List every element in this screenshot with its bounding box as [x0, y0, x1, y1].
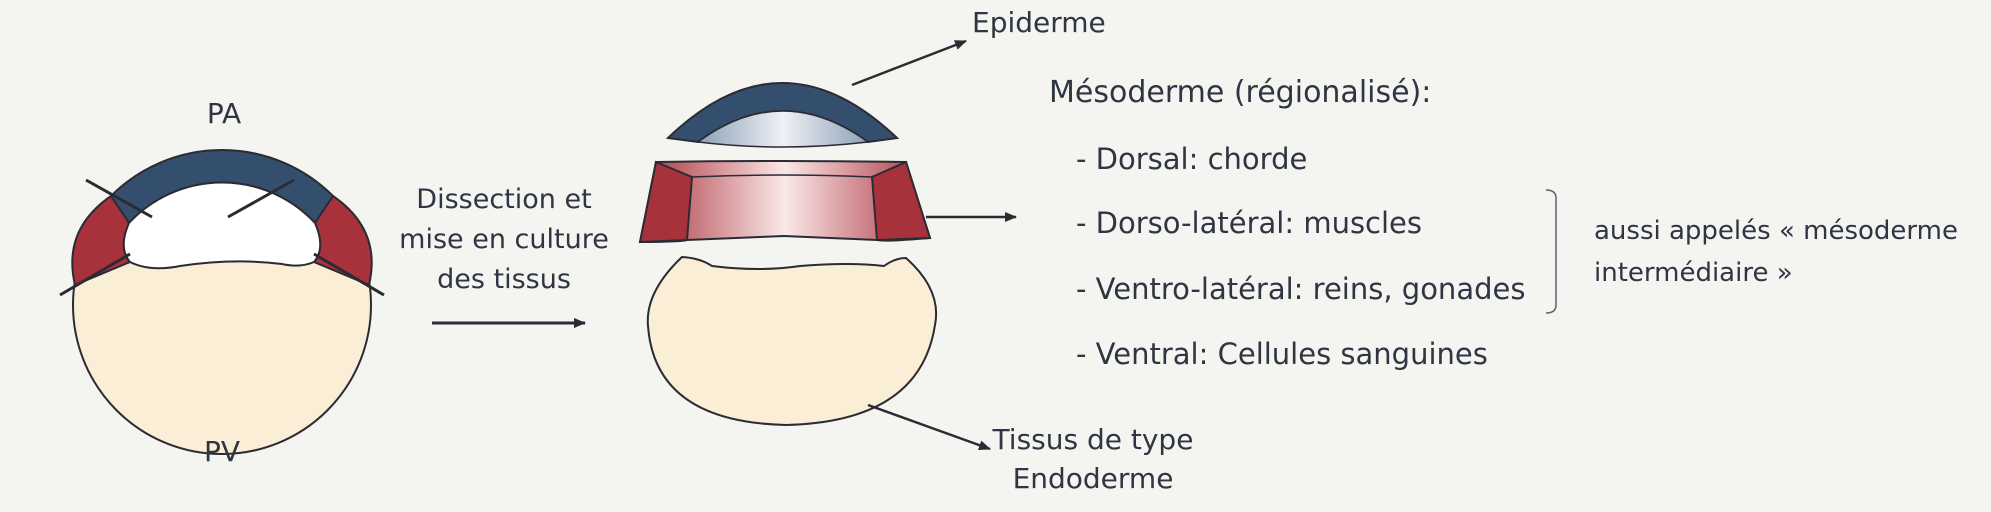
whole-embryo [59, 149, 385, 455]
dissected-animal-cap [665, 82, 900, 148]
cut-line-lower-right [313, 252, 385, 297]
dissection-label-line3: des tissus [437, 264, 571, 295]
animal-cap-inner-surface [696, 110, 871, 148]
dissected-marginal-zone [638, 160, 932, 244]
marginal-zone-left-block [638, 160, 694, 244]
animal-pole-label: PA [206, 97, 242, 130]
mesoderm-region-ventral: - Ventral: Cellules sanguines [1076, 337, 1488, 371]
intermediate-mesoderm-bracket [1545, 189, 1557, 314]
marginal-zone-right-block [870, 160, 932, 242]
blastocoel-cavity [122, 181, 322, 270]
mesoderme-title: Mésoderme (régionalisé): [1049, 75, 1432, 110]
endoderme-label-line2: Endoderme [1012, 462, 1174, 495]
bracket-note-line2: intermédiaire » [1594, 258, 1793, 288]
bracket-note-line1: aussi appelés « mésoderme [1594, 216, 1958, 246]
epiderme-label: Epiderme [972, 6, 1106, 39]
dissection-label-line1: Dissection et [416, 184, 592, 215]
mesoderm-region-dorsal: - Dorsal: chorde [1076, 142, 1308, 176]
mesoderm-region-dorso-lateral: - Dorso-latéral: muscles [1076, 206, 1423, 240]
arrow-to-epiderme [851, 39, 967, 87]
mesoderm-region-ventro-lateral: - Ventro-latéral: reins, gonades [1076, 272, 1526, 306]
arrow-to-endoderme [867, 403, 991, 451]
cut-line-upper-left [85, 178, 153, 219]
endoderme-label-line1: Tissus de type [992, 423, 1194, 456]
vegetal-pole-label: PV [203, 435, 241, 468]
endoderm-piece [646, 255, 938, 427]
marginal-zone-inner-edge [691, 174, 873, 178]
cut-line-upper-right [227, 178, 295, 219]
dissection-label-line2: mise en culture [399, 224, 609, 255]
cut-line-lower-left [59, 252, 131, 297]
